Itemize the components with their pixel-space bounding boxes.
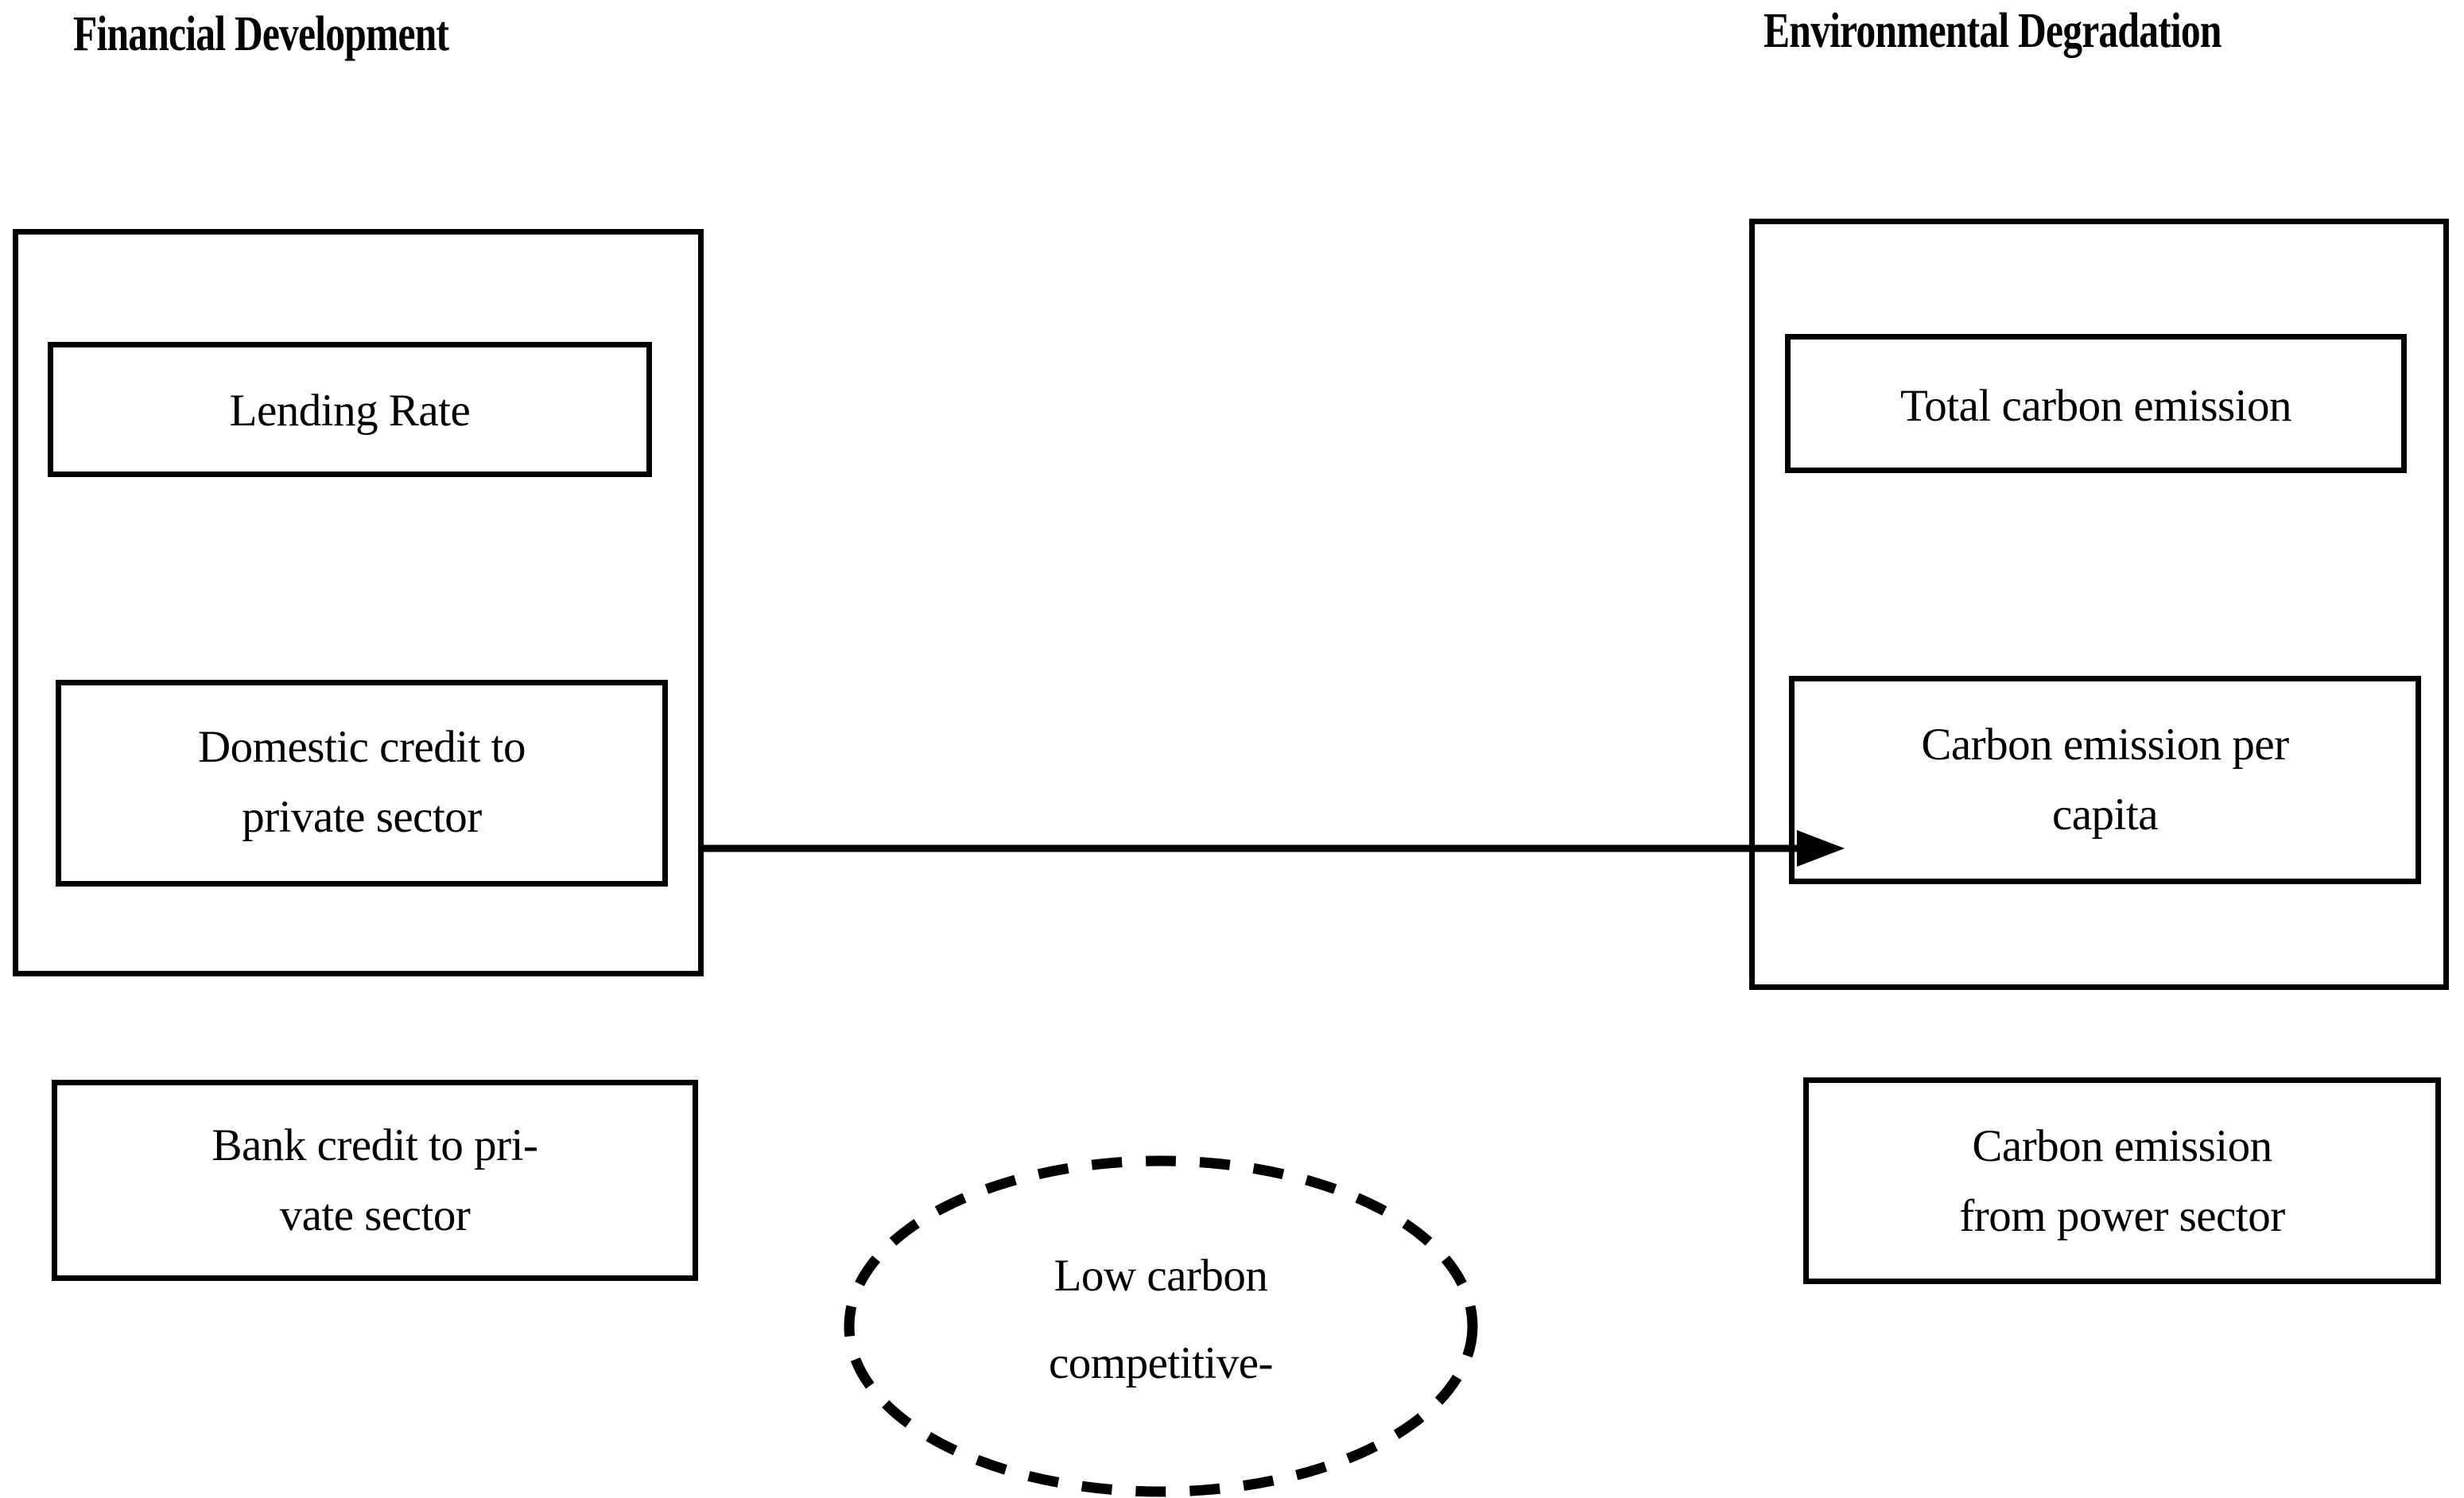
section-title-financial-development: Financial Development — [73, 7, 449, 61]
node-bank-credit-to-private-sector[interactable]: Bank credit to pri- vate sector — [52, 1080, 698, 1281]
node-carbon-emission-per-capita-label: Carbon emission per capita — [1921, 720, 2289, 840]
node-bank-credit-label: Bank credit to pri- vate sector — [211, 1120, 538, 1240]
node-total-carbon-emission-label: Total carbon emission — [1899, 381, 2292, 431]
node-carbon-emission-per-capita[interactable]: Carbon emission per capita — [1789, 676, 2421, 884]
group-container-financial-development — [13, 229, 704, 976]
group-container-environmental-degradation — [1749, 219, 2449, 990]
node-lending-rate-label: Lending Rate — [229, 386, 471, 436]
connector-arrow-fd-to-ed — [700, 830, 1845, 867]
section-title-environmental-degradation: Environmental Degradation — [1764, 4, 2221, 58]
node-low-carbon-competitive[interactable]: Low carbon competitive- — [843, 1155, 1479, 1498]
node-carbon-emission-from-power-sector-label: Carbon emission from power sector — [1959, 1121, 2285, 1241]
node-low-carbon-competitive-label: Low carbon competitive- — [1048, 1251, 1274, 1388]
node-domestic-credit-to-private-sector[interactable]: Domestic credit to private sector — [56, 680, 668, 887]
node-lending-rate[interactable]: Lending Rate — [48, 342, 652, 477]
node-domestic-credit-label: Domestic credit to private sector — [197, 722, 526, 842]
node-carbon-emission-from-power-sector[interactable]: Carbon emission from power sector — [1803, 1077, 2441, 1284]
node-total-carbon-emission[interactable]: Total carbon emission — [1785, 334, 2407, 473]
